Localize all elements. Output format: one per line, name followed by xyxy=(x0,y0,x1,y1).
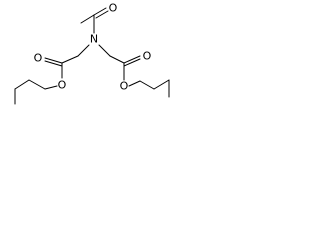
right-butyl-bond-2 xyxy=(153,79,170,90)
right-ester-oxygen-label: O xyxy=(120,80,129,93)
right-carbonyl-double-bond-a xyxy=(123,55,141,64)
left-butyl-bond-1 xyxy=(28,79,46,90)
acetyl-carbonyl-bond-b xyxy=(95,10,109,19)
right-ch2-to-carbonyl-bond xyxy=(109,55,125,64)
left-carbonyl-oxygen-label: O xyxy=(34,52,43,65)
left-ch2-to-carbonyl-bond xyxy=(61,55,79,64)
right-carbonyl-double-bond-b xyxy=(123,58,141,67)
right-carbonyl-oxygen-label: O xyxy=(143,50,152,63)
acetyl-oxygen-label: O xyxy=(109,2,118,15)
right-ester-o-to-butyl-bond xyxy=(128,80,141,87)
bonds xyxy=(14,7,170,105)
nitrogen-label: N xyxy=(90,33,98,46)
left-butyl-bond-2 xyxy=(14,79,30,90)
acetyl-methyl-bond xyxy=(80,14,95,24)
chemical-structure: O N O O O O xyxy=(14,2,170,105)
nitrogen-right-ch2-bond xyxy=(98,44,111,57)
atom-labels: O N O O O O xyxy=(34,2,152,93)
left-ester-oxygen-label: O xyxy=(58,79,67,92)
nitrogen-left-ch2-bond xyxy=(77,44,90,57)
right-butyl-bond-1 xyxy=(139,80,155,90)
left-ester-o-to-butyl-bond xyxy=(44,85,58,90)
left-carbonyl-double-bond-a xyxy=(44,57,63,64)
left-carbonyl-double-bond-b xyxy=(44,60,63,67)
acetyl-carbonyl-bond-a xyxy=(93,7,107,16)
